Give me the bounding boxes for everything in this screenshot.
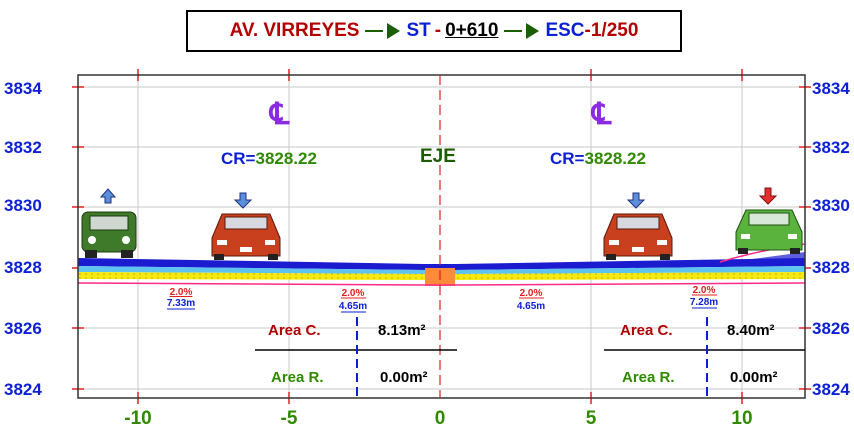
slope-annotation: 2.0% 7.33m <box>167 287 195 310</box>
car-left-inner <box>211 213 281 260</box>
area-table-right: Area C. 8.40m² Area R. 0.00m² <box>604 317 805 396</box>
fill-area-value: 0.00m² <box>380 369 428 386</box>
slope-distance: 7.28m <box>690 297 718 308</box>
curb-right <box>730 252 805 266</box>
car-left-outer <box>81 211 137 258</box>
y-tick-label-left: 3834 <box>4 79 42 98</box>
scale-label: ESC <box>545 20 585 41</box>
cut-area-value: 8.40m² <box>727 322 775 339</box>
axis-label-eje: EJE <box>420 146 456 167</box>
y-tick-label-left: 3826 <box>4 319 42 338</box>
car-right-outer <box>735 209 803 254</box>
cut-area-label: Area C. <box>268 322 321 339</box>
crown-value: 3828.22 <box>255 149 316 168</box>
x-tick-label: 0 <box>435 408 446 429</box>
slope-percent: 2.0% <box>693 285 716 296</box>
y-tick-label-right: 3824 <box>812 380 850 399</box>
x-tick-label: 5 <box>586 408 597 429</box>
y-tick-label-right: 3834 <box>812 79 850 98</box>
y-tick-label-right: 3828 <box>812 258 850 277</box>
slope-distance: 7.33m <box>167 298 195 309</box>
fill-area-label: Area R. <box>622 369 675 386</box>
cut-area-value: 8.13m² <box>378 322 426 339</box>
slope-percent: 2.0% <box>170 287 193 298</box>
cut-area-label: Area C. <box>620 322 673 339</box>
title-dash: - <box>434 20 442 41</box>
y-tick-label-right: 3832 <box>812 138 850 157</box>
fill-area-label: Area R. <box>271 369 324 386</box>
slope-distance: 4.65m <box>517 301 545 312</box>
centerline-symbol-left: ℄ <box>268 98 290 131</box>
scale-value: -1/250 <box>584 20 639 41</box>
fill-area-value: 0.00m² <box>730 369 778 386</box>
crown-value: 3828.22 <box>584 149 645 168</box>
crown-elevation-left: CR=3828.22 <box>221 149 317 168</box>
car-right-inner <box>603 213 673 260</box>
station-label: ST <box>406 20 431 41</box>
arrow-right-icon <box>363 23 402 39</box>
crown-label: CR= <box>550 149 585 168</box>
road-name: AV. VIRREYES <box>229 20 360 41</box>
section-title-box: AV. VIRREYES ST - 0+610 ESC -1/250 <box>186 10 682 52</box>
down-arrow-icon <box>626 192 646 209</box>
x-tick-label: 10 <box>731 408 752 429</box>
crown-label: CR= <box>221 149 256 168</box>
road-structure <box>77 243 806 286</box>
centerline-symbol-right: ℄ <box>590 98 612 131</box>
station-value: 0+610 <box>445 20 499 41</box>
area-table-left: Area C. 8.13m² Area R. 0.00m² <box>255 317 457 396</box>
up-arrow-icon <box>99 188 117 204</box>
y-tick-label-left: 3828 <box>4 258 42 277</box>
slope-percent: 2.0% <box>342 288 365 299</box>
slope-distance: 4.65m <box>339 301 367 312</box>
arrow-right-icon <box>502 23 541 39</box>
down-arrow-icon <box>233 192 253 209</box>
down-arrow-icon <box>758 187 778 205</box>
slope-percent: 2.0% <box>520 288 543 299</box>
slope-annotation: 2.0% 7.28m <box>690 285 718 309</box>
plot-frame <box>77 74 806 399</box>
y-tick-label-left: 3824 <box>4 380 42 399</box>
pavement-top-layer <box>78 258 805 270</box>
grid <box>72 69 811 404</box>
crown-elevation-right: CR=3828.22 <box>550 149 646 168</box>
x-tick-label: -5 <box>281 408 298 429</box>
x-tick-label: -10 <box>124 408 151 429</box>
y-tick-label-left: 3830 <box>4 196 42 215</box>
y-tick-label-left: 3832 <box>4 138 42 157</box>
slope-annotation: 2.0% 4.65m <box>517 288 545 312</box>
y-tick-label-right: 3830 <box>812 196 850 215</box>
slope-annotation: 2.0% 4.65m <box>339 288 367 313</box>
y-tick-label-right: 3826 <box>812 319 850 338</box>
